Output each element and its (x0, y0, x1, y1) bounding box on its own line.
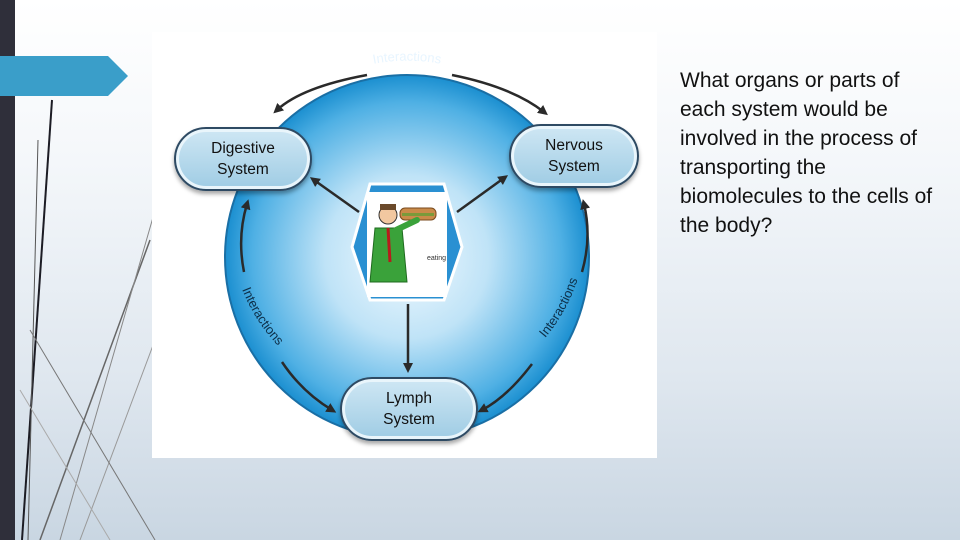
center-image-caption: eating (427, 255, 446, 262)
lymph-system-label: Lymph System (383, 390, 435, 428)
left-sidebar-bar (0, 0, 15, 540)
nervous-system-node: Nervous System (509, 124, 639, 188)
arc-arrow-bottom-left (280, 361, 337, 413)
arc-arrow-top-right (451, 73, 548, 116)
question-text: What organs or parts of each system woul… (680, 69, 933, 237)
arc-arrow-bottom-right (477, 363, 533, 413)
arc-arrow-left-up (239, 199, 251, 273)
arc-arrow-right-up (580, 199, 591, 273)
arrow-center-to-digestive (309, 177, 360, 214)
digestive-system-label: Digestive System (211, 140, 275, 178)
arc-arrow-top-left (273, 73, 368, 114)
arc-label-top: Interactions (371, 49, 443, 67)
lymph-system-node: Lymph System (340, 377, 478, 441)
decorative-lines (19, 99, 171, 540)
systems-interaction-diagram: Interactions Interactions Interactions e… (152, 32, 657, 458)
nervous-system-label: Nervous System (545, 137, 603, 175)
arrow-center-to-nervous (456, 175, 509, 214)
digestive-system-node: Digestive System (174, 127, 312, 191)
eating-person-icon (369, 204, 437, 283)
accent-arrow-shape (0, 56, 128, 96)
